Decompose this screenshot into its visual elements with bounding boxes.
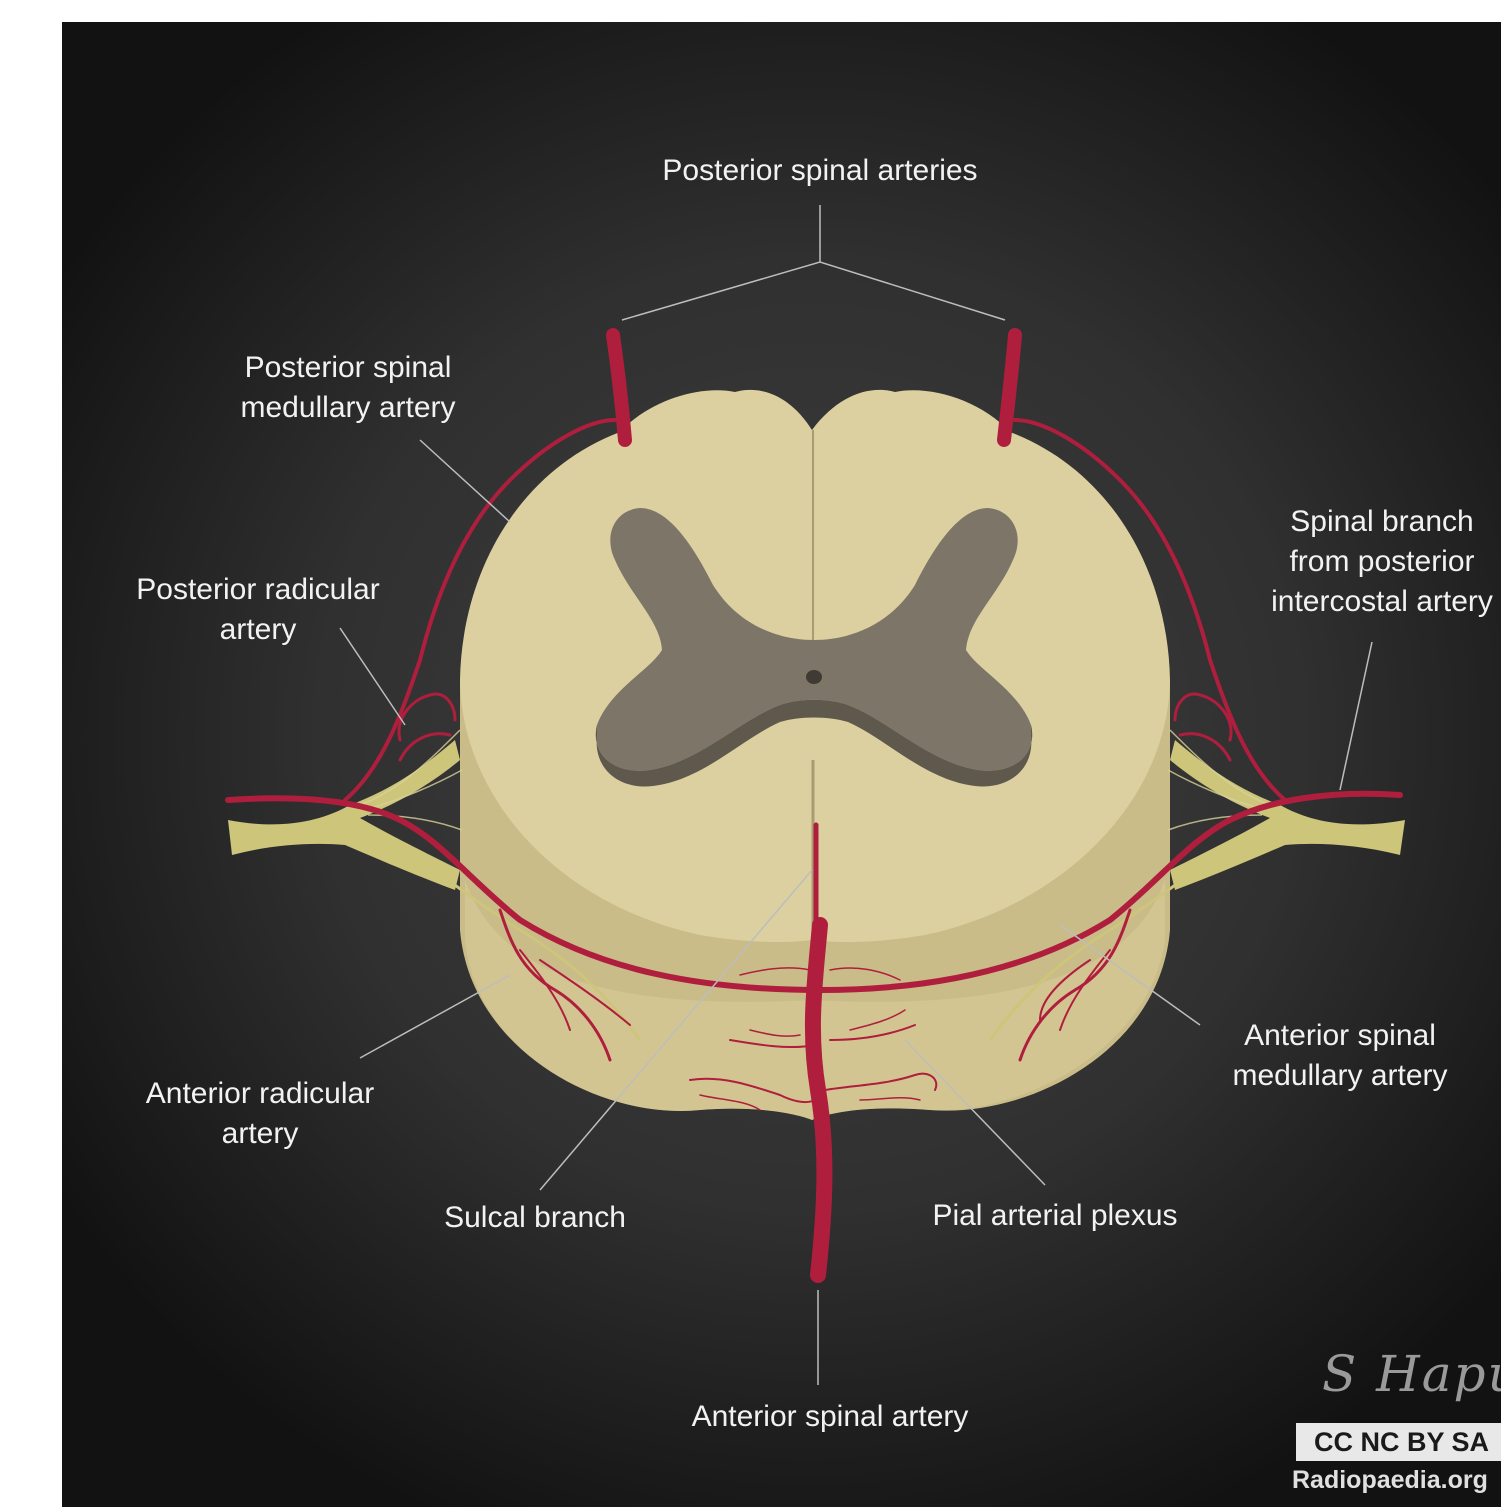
artist-signature: S Hapu — [1322, 1345, 1501, 1403]
label-anterior-spinal-artery: Anterior spinal artery — [660, 1397, 1000, 1437]
label-posterior-spinal-arteries: Posterior spinal arteries — [640, 151, 1000, 191]
posterior-spinal-artery-right — [1004, 335, 1015, 440]
label-anterior-radicular-artery: Anterior radicular artery — [120, 1074, 400, 1154]
label-sulcal-branch: Sulcal branch — [415, 1198, 655, 1238]
label-spinal-branch: Spinal branch from posterior intercostal… — [1252, 502, 1501, 622]
label-anterior-spinal-medullary-artery: Anterior spinal medullary artery — [1210, 1016, 1470, 1096]
central-canal — [806, 670, 822, 684]
posterior-spinal-artery-left — [613, 335, 625, 440]
label-posterior-spinal-medullary-artery: Posterior spinal medullary artery — [208, 348, 488, 428]
source-site-text: Radiopaedia.org — [1292, 1466, 1488, 1495]
label-pial-arterial-plexus: Pial arterial plexus — [905, 1196, 1205, 1236]
label-posterior-radicular-artery: Posterior radicular artery — [118, 570, 398, 650]
license-badge: CC NC BY SA — [1296, 1423, 1501, 1461]
